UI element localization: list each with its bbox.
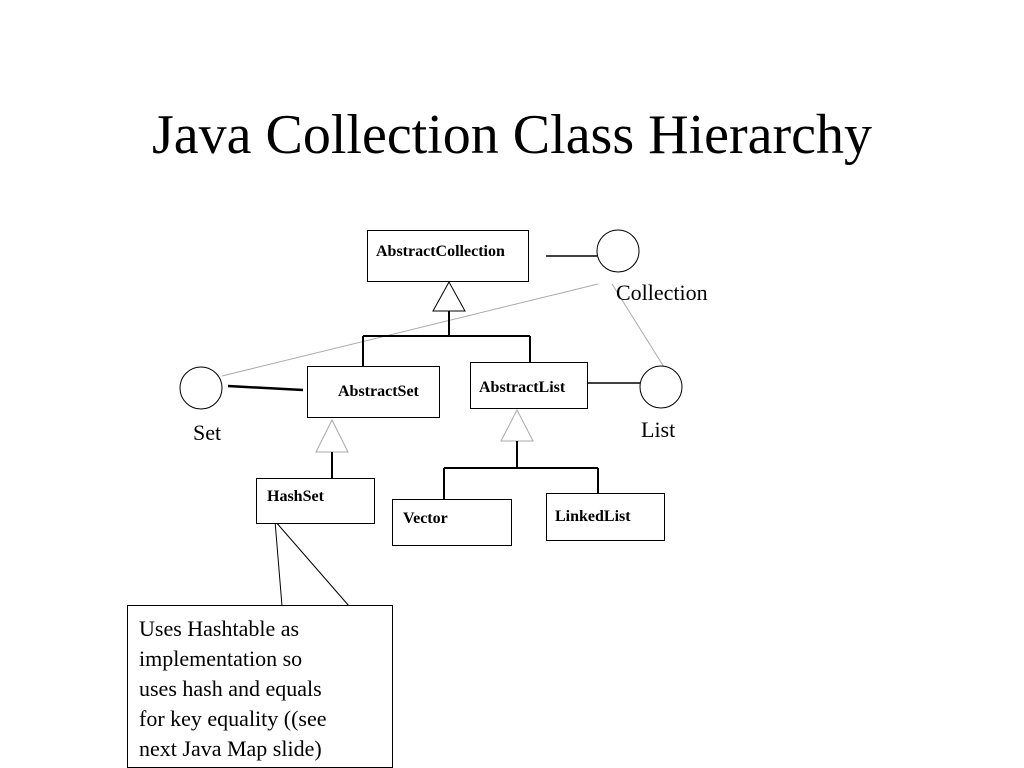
slide-title: Java Collection Class Hierarchy: [151, 104, 872, 166]
inheritance-arrow-icon: [315, 418, 349, 453]
note-callout-pointer: [274, 519, 350, 607]
set-interface-label: Set: [193, 420, 222, 445]
hashset-label: HashSet: [267, 488, 324, 505]
linkedlist-label: LinkedList: [555, 508, 631, 525]
list-interface-icon: [639, 365, 683, 409]
hashset-note-text: Uses Hashtable as implementation so uses…: [139, 616, 327, 761]
collection-set-connector: [221, 283, 599, 377]
abstractlist-box: AbstractList: [470, 362, 588, 409]
abstractcollection-label: AbstractCollection: [376, 243, 505, 260]
abstractlist-label: AbstractList: [479, 379, 566, 396]
collection-interface-icon: [596, 229, 640, 273]
abstractset-label: AbstractSet: [338, 383, 419, 400]
list-interface-label: List: [641, 417, 676, 442]
vector-box: Vector: [392, 499, 512, 546]
vector-label: Vector: [403, 510, 448, 527]
inheritance-arrow-icon: [500, 408, 534, 442]
set-interface-icon: [179, 366, 223, 410]
abstractset-box: AbstractSet: [307, 366, 440, 418]
hashset-box: HashSet: [256, 478, 375, 524]
collection-interface-label: Collection: [616, 280, 708, 305]
collection-list-connector: [611, 283, 665, 368]
linkedlist-box: LinkedList: [546, 493, 665, 541]
abstractset-set-link: [227, 384, 304, 392]
hashset-note: Uses Hashtable as implementation so uses…: [127, 605, 393, 768]
inheritance-arrow-icon: [432, 280, 466, 312]
abstractcollection-box: AbstractCollection: [367, 230, 529, 282]
